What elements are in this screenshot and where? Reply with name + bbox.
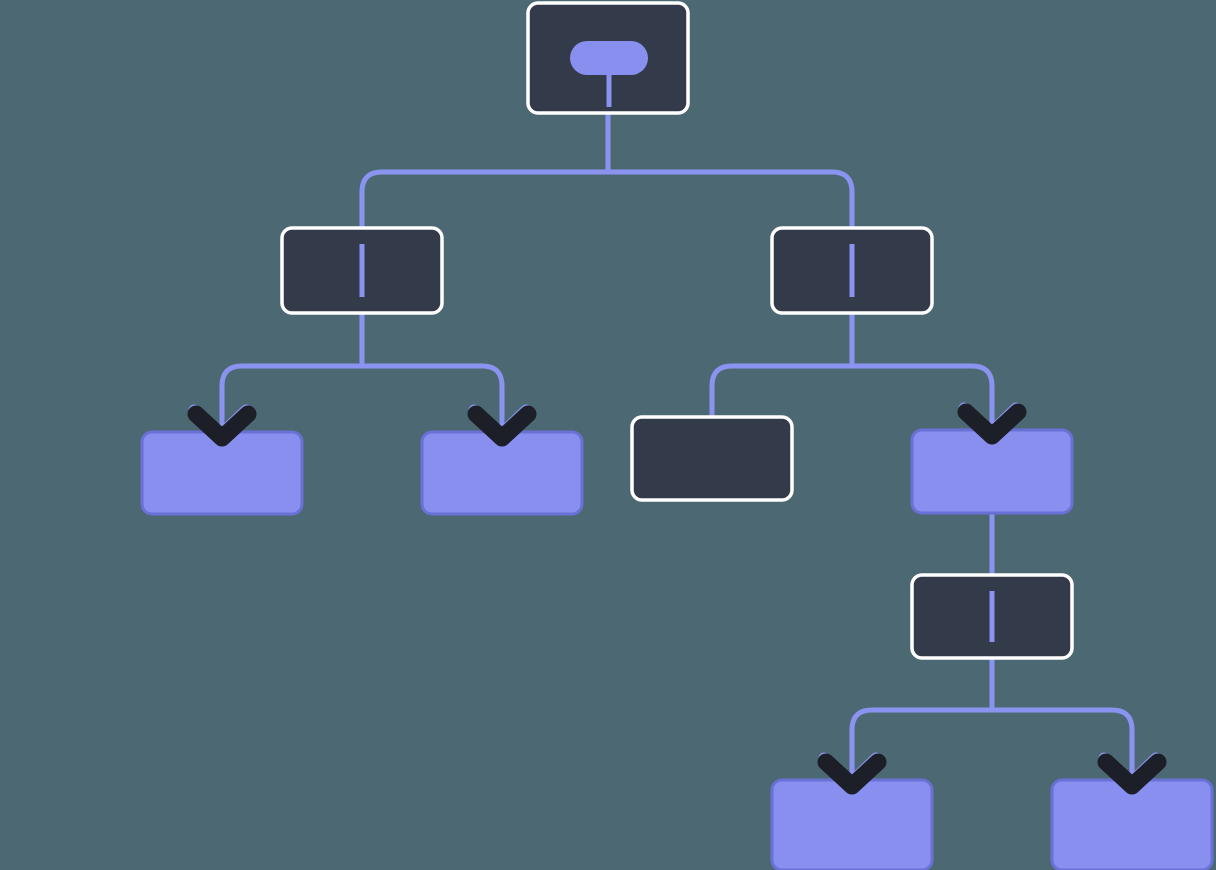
level2-right-node[interactable] bbox=[770, 226, 934, 315]
arrowhead-leaf-2 bbox=[467, 404, 537, 447]
edge-level2-left-to-leaf2 bbox=[362, 363, 505, 436]
arrowhead-leaf-1 bbox=[187, 404, 257, 447]
level3-dark-node[interactable] bbox=[630, 415, 794, 502]
edge-root-to-level2-left bbox=[359, 169, 608, 228]
arrowhead-bottom-leaf-1 bbox=[817, 752, 887, 795]
edge-level2-right-to-purple bbox=[852, 363, 995, 434]
root-node[interactable] bbox=[526, 1, 690, 115]
edge-level2-right-to-dark bbox=[709, 363, 852, 417]
level2-left-node[interactable] bbox=[280, 226, 444, 315]
edge-root-to-level2-right bbox=[608, 169, 855, 228]
arrowhead-bottom-leaf-2 bbox=[1097, 752, 1167, 795]
arrowhead-bottom-leaf-1-chevron-icon bbox=[817, 753, 887, 795]
arrowhead-leaf-1-chevron-icon bbox=[187, 405, 257, 447]
root-pill-icon bbox=[570, 41, 648, 75]
arrowhead-purple-branch bbox=[957, 402, 1027, 445]
edge-level4-to-leaf2 bbox=[992, 707, 1135, 784]
arrowhead-bottom-leaf-2-chevron-icon bbox=[1097, 753, 1167, 795]
nodes-layer bbox=[140, 1, 1214, 870]
arrowhead-leaf-2-chevron-icon bbox=[467, 405, 537, 447]
arrowhead-purple-branch-chevron-icon bbox=[957, 403, 1027, 445]
level4-dark-node[interactable] bbox=[910, 573, 1074, 660]
edge-level4-to-leaf1 bbox=[849, 658, 995, 784]
arrowheads-layer bbox=[187, 402, 1167, 795]
level3-dark-node-box[interactable] bbox=[630, 415, 794, 502]
edge-level2-left-to-leaf1 bbox=[219, 363, 362, 436]
